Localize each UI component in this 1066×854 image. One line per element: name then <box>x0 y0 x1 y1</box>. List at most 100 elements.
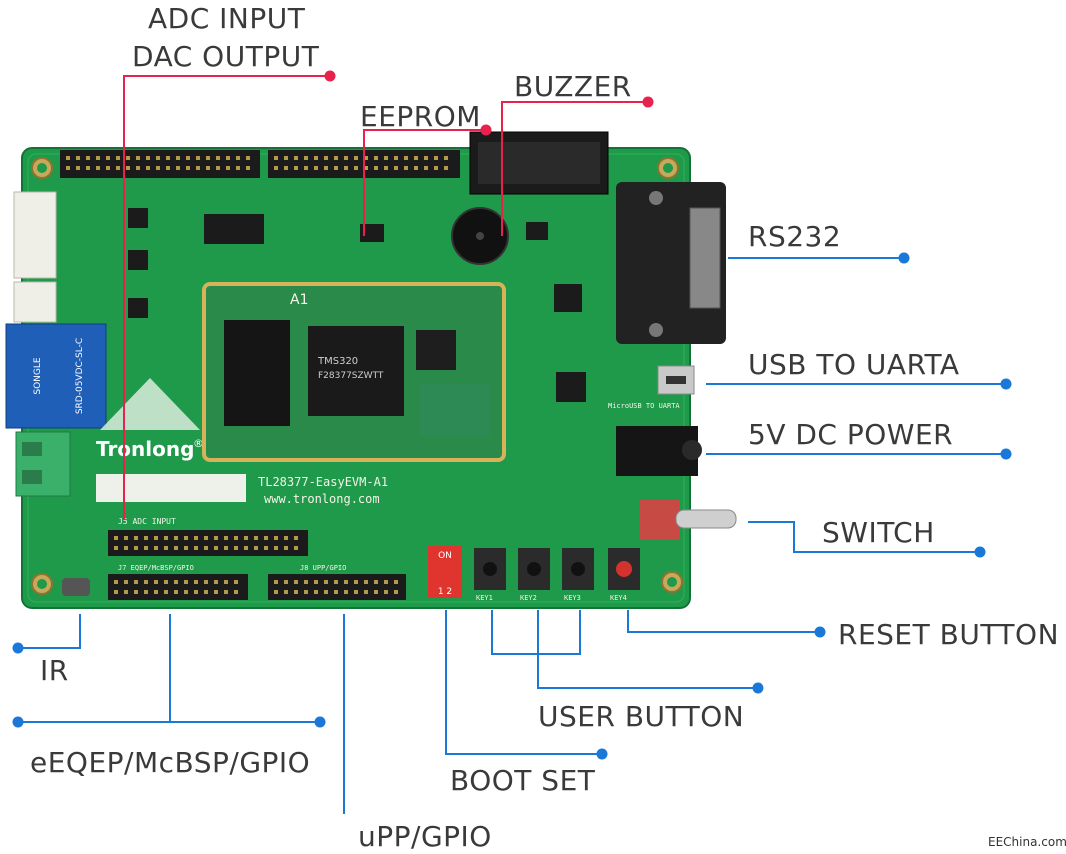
header-pin <box>184 546 188 550</box>
header-pin <box>344 580 348 584</box>
jtag-header <box>469 131 609 195</box>
header-pin <box>216 156 220 160</box>
header-pin <box>246 156 250 160</box>
header-pin <box>194 536 198 540</box>
header-pin <box>124 580 128 584</box>
header-pin <box>144 536 148 540</box>
header-pin <box>116 166 120 170</box>
header-pin <box>404 156 408 160</box>
header-pin <box>126 166 130 170</box>
label-usb-to-uarta: USB TO UARTA <box>748 348 960 381</box>
board-model: TL28377-EasyEVM-A1 <box>258 475 388 489</box>
header-pin <box>314 580 318 584</box>
header-pin <box>196 156 200 160</box>
header-pin <box>236 156 240 160</box>
header-pin <box>254 546 258 550</box>
callout-lines-red <box>123 75 648 520</box>
header-pin <box>114 590 118 594</box>
header-pin <box>364 590 368 594</box>
header-pin <box>146 166 150 170</box>
header-pin <box>66 156 70 160</box>
boot-dip-switch: ON 1 2 <box>428 546 462 598</box>
header-pin <box>204 536 208 540</box>
header-pin <box>154 580 158 584</box>
header-pin <box>86 166 90 170</box>
flash-chip <box>224 320 290 426</box>
user-button-3 <box>562 548 594 590</box>
header-pin <box>144 580 148 584</box>
header-pin <box>264 546 268 550</box>
header-pin <box>294 590 298 594</box>
label-boot-set: BOOT SET <box>450 764 596 797</box>
header-pin <box>204 590 208 594</box>
header-pin <box>354 166 358 170</box>
header-pin <box>154 590 158 594</box>
key1-label: KEY1 <box>476 594 493 602</box>
header-pin <box>166 166 170 170</box>
header-pin <box>394 590 398 594</box>
header-pin <box>394 156 398 160</box>
header-pin <box>334 590 338 594</box>
watermark: EEChina.com <box>988 835 1066 849</box>
key2-label: KEY2 <box>520 594 537 602</box>
header-pin <box>216 166 220 170</box>
reset-button <box>608 548 640 590</box>
header-pin <box>124 536 128 540</box>
header-pin <box>414 166 418 170</box>
header-pin <box>364 580 368 584</box>
callout-dots-red <box>324 70 654 136</box>
label-rs232: RS232 <box>748 220 841 253</box>
upp-header <box>268 574 406 600</box>
header-pin <box>186 156 190 160</box>
header-pin <box>96 156 100 160</box>
header-pin <box>354 156 358 160</box>
header-pin <box>214 590 218 594</box>
header-pin <box>194 590 198 594</box>
boot-on-label: ON <box>438 551 452 561</box>
header-pin <box>126 156 130 160</box>
eqep-header-silk: J7 EQEP/McBSP/GPIO <box>118 564 194 572</box>
header-pin <box>344 156 348 160</box>
relay: SONGLE SRD-05VDC-SL-C <box>5 323 107 429</box>
header-pin <box>294 546 298 550</box>
header-pin <box>114 546 118 550</box>
header-pin <box>116 156 120 160</box>
brand-mark: ® <box>193 437 204 450</box>
label-adc-input: ADC INPUT <box>148 2 306 35</box>
header-pin <box>274 590 278 594</box>
board-website: www.tronlong.com <box>264 492 380 506</box>
header-pin <box>196 166 200 170</box>
header-pin <box>154 536 158 540</box>
terminal-block <box>15 431 71 497</box>
header-pin <box>226 156 230 160</box>
header-pin <box>184 536 188 540</box>
key4-label: KEY4 <box>610 594 627 602</box>
header-pin <box>164 546 168 550</box>
header-pin <box>334 580 338 584</box>
header-pin <box>344 166 348 170</box>
header-pin <box>384 590 388 594</box>
header-pin <box>174 590 178 594</box>
micro-usb-port <box>657 365 695 395</box>
header-pin <box>284 166 288 170</box>
header-pin <box>274 156 278 160</box>
header-pin <box>164 536 168 540</box>
header-pin <box>156 166 160 170</box>
header-pin <box>354 580 358 584</box>
header-pin <box>384 156 388 160</box>
header-pin <box>236 166 240 170</box>
callout-labels: ADC INPUT DAC OUTPUT EEPROM BUZZER RS232… <box>30 2 1059 853</box>
label-area <box>96 474 246 502</box>
label-eqep-mcbsp-gpio: eEQEP/McBSP/GPIO <box>30 746 310 779</box>
header-pin <box>274 580 278 584</box>
relay-brand: SONGLE <box>33 357 43 395</box>
label-upp-gpio: uPP/GPIO <box>358 820 492 853</box>
label-dac-output: DAC OUTPUT <box>132 40 320 73</box>
header-pin <box>424 166 428 170</box>
header-pin <box>106 156 110 160</box>
header-pin <box>254 536 258 540</box>
header-pin <box>114 536 118 540</box>
adc-header-silk: J5 ADC INPUT <box>118 517 176 526</box>
label-buzzer: BUZZER <box>514 70 632 103</box>
header-pin <box>374 156 378 160</box>
